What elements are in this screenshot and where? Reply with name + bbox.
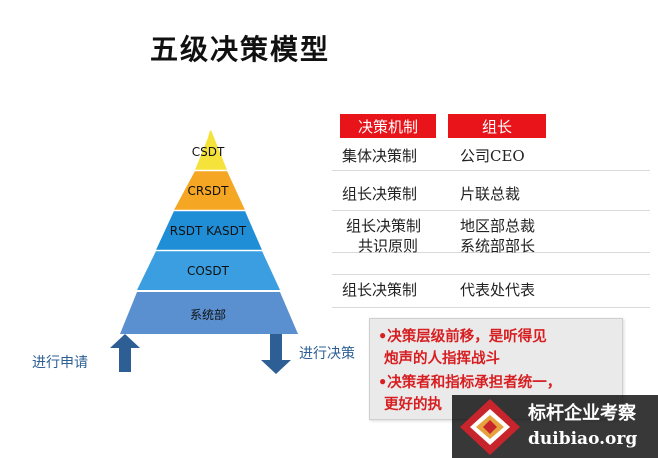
- watermark-site: duibiao.org: [528, 429, 638, 449]
- row-divider: [332, 252, 650, 253]
- pyramid-level-4: [137, 251, 280, 290]
- row2-mechanism: 组长决策制: [342, 185, 418, 203]
- decide-label: 进行决策: [299, 346, 355, 362]
- row-divider: [332, 307, 650, 308]
- pyramid-label-2: CRSDT: [187, 184, 229, 198]
- note-line-2: 炮声的人指挥战斗: [384, 350, 500, 367]
- pyramid-label-1: CSDT: [191, 145, 225, 159]
- row3-leader-2: 系统部部长: [460, 237, 536, 255]
- apply-label: 进行申请: [32, 355, 88, 371]
- pyramid-level-3: [156, 211, 262, 250]
- pyramid-label-3: RSDT KASDT: [169, 224, 247, 238]
- row-divider: [332, 274, 650, 275]
- pyramid-label-5: 系统部: [189, 308, 226, 322]
- page-title: 五级决策模型: [150, 33, 331, 66]
- pyramid-level-2: [174, 171, 245, 210]
- row5-leader: 代表处代表: [460, 281, 536, 299]
- row-divider: [332, 210, 650, 211]
- watermark-logo-icon: [460, 399, 520, 455]
- header-leader: 组长: [448, 114, 546, 138]
- row3-mechanism-2: 共识原则: [358, 237, 419, 255]
- pyramid-level-1-full: [195, 130, 227, 170]
- note-line-1: •决策层级前移，是听得见: [378, 328, 547, 345]
- watermark: 标杆企业考察 duibiao.org: [452, 395, 658, 458]
- note-line-3: •决策者和指标承担者统一，: [378, 374, 562, 391]
- row3-mechanism-1: 组长决策制: [346, 217, 422, 235]
- row1-mechanism: 集体决策制: [342, 147, 418, 165]
- row2-leader: 片联总裁: [460, 185, 521, 203]
- pyramid-label-4: COSDT: [186, 264, 229, 278]
- row-divider: [332, 170, 650, 171]
- watermark-name: 标杆企业考察: [528, 403, 636, 424]
- header-mechanism: 决策机制: [340, 114, 436, 138]
- row1-leader: 公司CEO: [460, 147, 525, 165]
- down-arrow-icon: [261, 334, 291, 374]
- up-arrow-icon: [110, 334, 140, 372]
- pyramid-level-5: [120, 292, 298, 334]
- note-line-4: 更好的执: [384, 396, 442, 413]
- row3-leader-1: 地区部总裁: [460, 217, 536, 235]
- row5-mechanism: 组长决策制: [342, 281, 418, 299]
